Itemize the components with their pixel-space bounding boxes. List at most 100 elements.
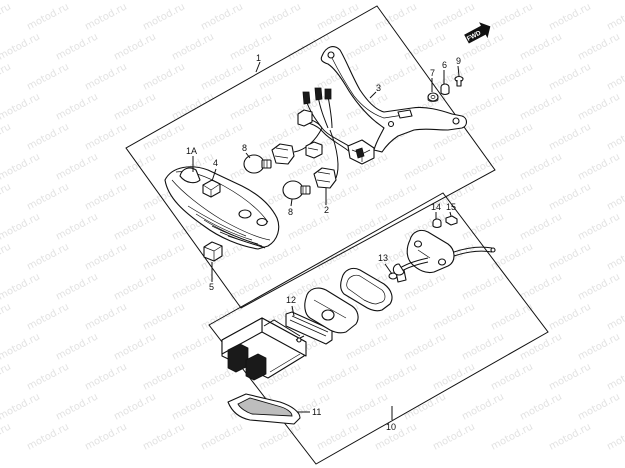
watermark-text: motod.ru bbox=[25, 301, 71, 332]
watermark-text: motod.ru bbox=[344, 391, 390, 422]
watermark-text: motod.ru bbox=[547, 1, 593, 32]
callout-2: 2 bbox=[324, 205, 329, 215]
callout-10: 10 bbox=[386, 422, 396, 432]
watermark-text: motod.ru bbox=[170, 391, 216, 422]
callout-1a: 1A bbox=[186, 146, 197, 156]
watermark-text: motod.ru bbox=[141, 61, 187, 92]
watermark-text: motod.ru bbox=[228, 0, 274, 3]
watermark-text: motod.ru bbox=[489, 181, 535, 212]
watermark-text: motod.ru bbox=[489, 421, 535, 452]
watermark-text: motod.ru bbox=[460, 391, 506, 422]
watermark-text: motod.ru bbox=[402, 151, 448, 182]
watermark-text: motod.ru bbox=[344, 31, 390, 62]
license-lamp-lens bbox=[227, 393, 301, 425]
watermark-text: motod.ru bbox=[25, 181, 71, 212]
collar-part bbox=[440, 83, 450, 96]
bulb-lower bbox=[282, 180, 311, 200]
watermark-text: motod.ru bbox=[489, 361, 535, 392]
watermark-text: motod.ru bbox=[489, 1, 535, 32]
watermark-text: motod.ru bbox=[460, 331, 506, 362]
watermark-text: motod.ru bbox=[431, 361, 477, 392]
callout-1: 1 bbox=[256, 53, 261, 63]
watermark-text: motod.ru bbox=[547, 61, 593, 92]
watermark-text: motod.ru bbox=[0, 91, 42, 122]
watermark-text: motod.ru bbox=[489, 61, 535, 92]
washer-part bbox=[427, 92, 439, 102]
watermark-text: motod.ru bbox=[402, 31, 448, 62]
watermark-text: motod.ru bbox=[83, 361, 129, 392]
watermark-text: motod.ru bbox=[83, 421, 129, 452]
watermark-text: motod.ru bbox=[25, 241, 71, 272]
callout-8-upper: 8 bbox=[242, 143, 247, 153]
bulb-upper bbox=[243, 154, 272, 174]
watermark-text: motod.ru bbox=[170, 31, 216, 62]
watermark-text: motod.ru bbox=[199, 301, 245, 332]
watermark-text: motod.ru bbox=[402, 391, 448, 422]
watermark-text: motod.ru bbox=[576, 331, 622, 362]
watermark-text: motod.ru bbox=[112, 391, 158, 422]
watermark-text: motod.ru bbox=[547, 241, 593, 272]
watermark-text: motod.ru bbox=[576, 91, 622, 122]
watermark-text: motod.ru bbox=[402, 271, 448, 302]
watermark-text: motod.ru bbox=[199, 421, 245, 452]
watermark-text: motod.ru bbox=[518, 151, 564, 182]
watermark-text: motod.ru bbox=[0, 1, 13, 32]
callout-9: 9 bbox=[456, 56, 461, 66]
watermark-text: motod.ru bbox=[344, 0, 390, 3]
callout-15: 15 bbox=[446, 202, 456, 212]
watermark-text: motod.ru bbox=[518, 31, 564, 62]
watermark-text: motod.ru bbox=[0, 421, 13, 452]
callout-14: 14 bbox=[431, 202, 441, 212]
leader-lines bbox=[192, 61, 460, 420]
watermark-text: motod.ru bbox=[83, 241, 129, 272]
watermark-text: motod.ru bbox=[344, 331, 390, 362]
watermark-text: motod.ru bbox=[0, 331, 42, 362]
lamp-gasket bbox=[285, 311, 333, 345]
watermark-text: motod.ru bbox=[25, 1, 71, 32]
watermark-text: motod.ru bbox=[431, 301, 477, 332]
watermark-text: motod.ru bbox=[576, 271, 622, 302]
watermark-text: motod.ru bbox=[83, 1, 129, 32]
watermark-text: motod.ru bbox=[373, 1, 419, 32]
watermark-text: motod.ru bbox=[547, 361, 593, 392]
watermark-text: motod.ru bbox=[286, 0, 332, 3]
watermark-text: motod.ru bbox=[141, 421, 187, 452]
watermark-text: motod.ru bbox=[54, 0, 100, 3]
tail-lamp-housing bbox=[164, 166, 280, 250]
watermark-text: motod.ru bbox=[0, 31, 42, 62]
watermark-text: motod.ru bbox=[0, 301, 13, 332]
watermark-text: motod.ru bbox=[518, 271, 564, 302]
callout-3: 3 bbox=[376, 83, 381, 93]
watermark-text: motod.ru bbox=[576, 151, 622, 182]
license-lamp-housing bbox=[221, 317, 307, 381]
watermark-text: motod.ru bbox=[460, 151, 506, 182]
watermark-text: motod.ru bbox=[460, 271, 506, 302]
watermark-text: motod.ru bbox=[0, 391, 42, 422]
lamp-socket-base bbox=[304, 287, 359, 334]
watermark-text: motod.ru bbox=[141, 361, 187, 392]
watermark-text: motod.ru bbox=[547, 121, 593, 152]
watermark-text: motod.ru bbox=[518, 0, 564, 3]
watermark-text: motod.ru bbox=[228, 271, 274, 302]
watermark-text: motod.ru bbox=[605, 121, 625, 152]
watermark-text: motod.ru bbox=[576, 391, 622, 422]
watermark-text: motod.ru bbox=[54, 331, 100, 362]
watermark-text: motod.ru bbox=[547, 421, 593, 452]
watermark-text: motod.ru bbox=[402, 331, 448, 362]
watermark-text: motod.ru bbox=[112, 331, 158, 362]
watermark-text: motod.ru bbox=[315, 421, 361, 452]
watermark-text: motod.ru bbox=[576, 31, 622, 62]
watermark-text: motod.ru bbox=[25, 121, 71, 152]
watermark-text: motod.ru bbox=[489, 241, 535, 272]
watermark-text: motod.ru bbox=[112, 0, 158, 3]
watermark-text: motod.ru bbox=[170, 331, 216, 362]
callout-11: 11 bbox=[312, 407, 321, 417]
watermark-text: motod.ru bbox=[373, 361, 419, 392]
watermark-text: motod.ru bbox=[257, 421, 303, 452]
callout-7: 7 bbox=[430, 68, 435, 78]
watermark-text: motod.ru bbox=[199, 1, 245, 32]
watermark-text: motod.ru bbox=[0, 121, 13, 152]
watermark-text: motod.ru bbox=[518, 391, 564, 422]
